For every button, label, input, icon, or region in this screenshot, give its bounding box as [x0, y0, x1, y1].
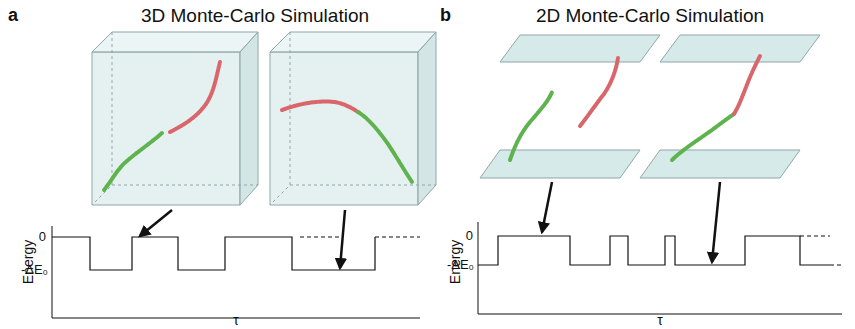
pointer-arrow: [542, 182, 552, 232]
protein-chain: [170, 62, 220, 132]
axis-tick: 0: [39, 230, 46, 243]
axis-tick: 0: [466, 229, 473, 242]
panel-letter: b: [440, 6, 451, 24]
pointer-arrow: [340, 210, 345, 268]
protein-chain: [672, 114, 734, 160]
energy-axis: [478, 222, 842, 314]
pointer-arrow: [712, 182, 720, 262]
protein-chain: [510, 92, 552, 160]
panel-title: 3D Monte-Carlo Simulation: [141, 6, 369, 25]
protein-chain: [734, 56, 760, 114]
energy-trace: [478, 236, 830, 265]
panel-title: 2D Monte-Carlo Simulation: [536, 6, 764, 25]
membrane-plane: [480, 35, 820, 178]
energy-trace-dashed: [800, 236, 842, 265]
protein-chain: [282, 101, 358, 112]
axis-tick: -ΔE₀: [21, 263, 48, 276]
protein-chain: [358, 112, 412, 182]
axis-tick: -ΔE₀: [447, 258, 474, 271]
simulation-cube: [92, 32, 258, 205]
axis-title: τ: [233, 313, 239, 327]
axis-title: τ: [657, 313, 663, 327]
energy-trace-dashed: [300, 236, 420, 237]
protein-chain: [580, 58, 618, 126]
energy-trace: [52, 237, 375, 270]
pointer-arrow: [140, 210, 172, 236]
simulation-cube: [270, 32, 436, 205]
energy-axis: [52, 226, 420, 318]
axis-title: Energy: [21, 240, 35, 284]
protein-chain: [104, 133, 162, 190]
panel-letter: a: [8, 6, 18, 24]
